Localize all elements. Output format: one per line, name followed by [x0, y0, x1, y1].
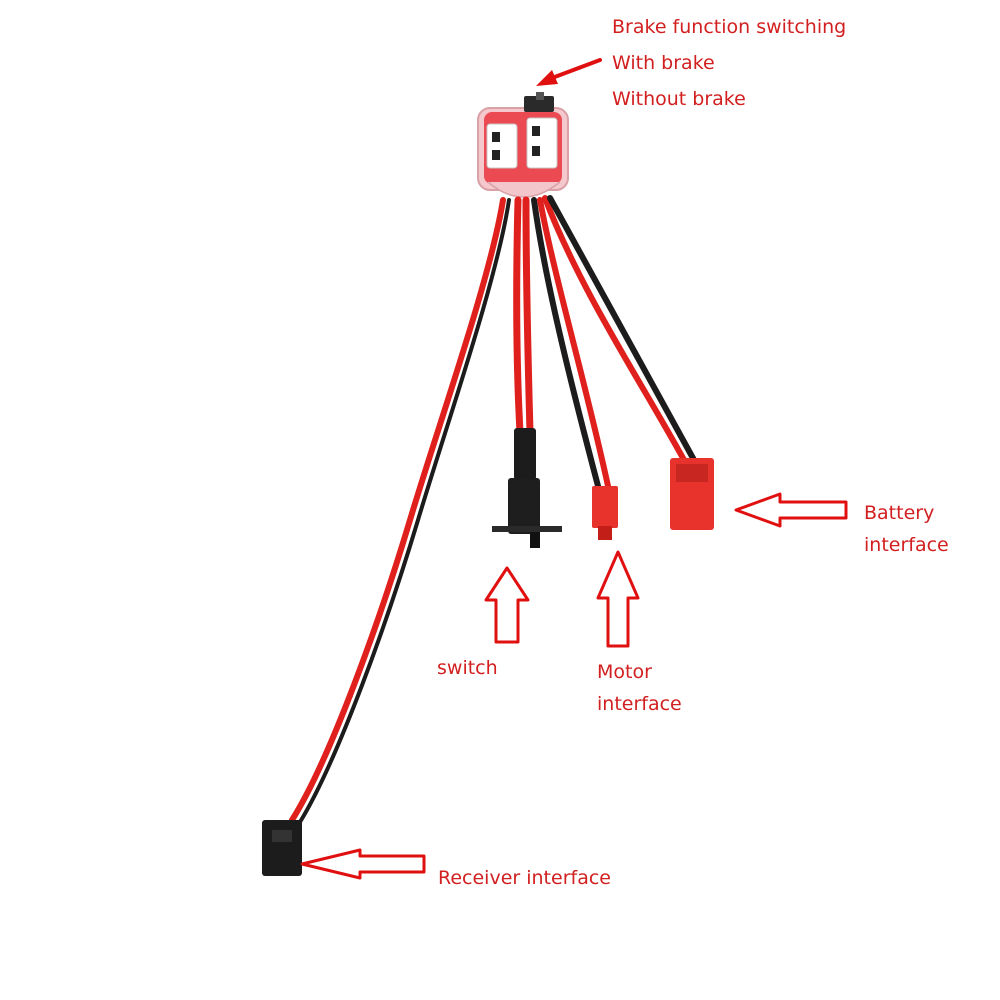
battery-label-line1: Battery [864, 502, 935, 524]
power-switch [492, 428, 562, 548]
motor-label-line2: interface [597, 693, 682, 715]
motor-interface-label: Motor interface [597, 656, 682, 720]
arrow-up-icon [484, 566, 530, 644]
battery-label-line2: interface [864, 534, 949, 556]
wires [289, 195, 697, 824]
with-brake-label: With brake [612, 52, 715, 74]
arrow-up-icon [596, 550, 640, 648]
brake-switch [524, 96, 554, 112]
battery-connector [670, 458, 714, 530]
receiver-connector [262, 820, 302, 876]
brake-function-label: Brake function switching [612, 16, 847, 38]
esc-board [477, 92, 569, 198]
arrow-left-icon [734, 492, 848, 528]
receiver-interface-label: Receiver interface [438, 867, 611, 889]
arrow-right-icon [536, 58, 602, 86]
switch-label: switch [437, 657, 498, 679]
motor-connector [592, 486, 618, 540]
motor-label-line1: Motor [597, 661, 652, 683]
arrow-left-icon [300, 848, 426, 880]
battery-interface-label: Battery interface [864, 497, 949, 561]
without-brake-label: Without brake [612, 88, 746, 110]
